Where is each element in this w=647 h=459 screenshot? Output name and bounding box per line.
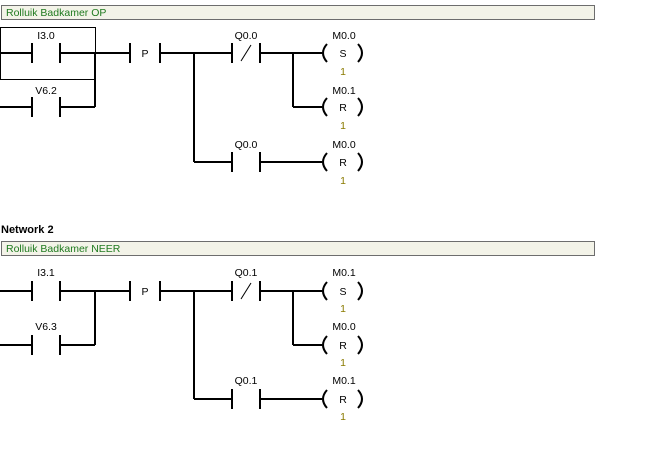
- coil-type: R: [339, 102, 347, 114]
- contact-nc-network-1[interactable]: Q0.0: [231, 30, 322, 63]
- edge-label: P: [141, 286, 148, 298]
- coil-type: R: [339, 157, 347, 169]
- contact-no-network-1-a[interactable]: I3.0: [0, 30, 95, 63]
- coil-address: M0.0: [332, 321, 356, 333]
- network-1-comment: Rolluik Badkamer OP: [6, 7, 107, 19]
- contact-no-network-1-c[interactable]: Q0.0: [194, 139, 322, 172]
- contact-label: Q0.0: [235, 30, 258, 42]
- contact-no-network-1-b[interactable]: V6.2: [0, 85, 95, 117]
- contact-label: V6.3: [35, 321, 57, 333]
- coil-address: M0.0: [332, 30, 356, 42]
- coil-reset-network-2-b[interactable]: M0.1 R 1: [322, 375, 363, 423]
- edge-label: P: [141, 48, 148, 60]
- coil-count: 1: [340, 357, 346, 369]
- contact-label: I3.1: [37, 267, 55, 279]
- coil-address: M0.0: [332, 139, 356, 151]
- network-1-comment-box[interactable]: Rolluik Badkamer OP: [1, 5, 595, 20]
- coil-reset-network-1-a[interactable]: M0.1 R 1: [322, 85, 363, 132]
- coil-type: R: [339, 394, 347, 406]
- contact-label: Q0.1: [235, 375, 258, 387]
- coil-count: 1: [340, 66, 346, 78]
- network-2-title: Network 2: [1, 224, 54, 236]
- coil-count: 1: [340, 120, 346, 132]
- coil-type: S: [339, 48, 346, 60]
- coil-reset-network-1-b[interactable]: M0.0 R 1: [322, 139, 363, 187]
- network-2-rungs: I3.1 V6.3 P Q0.1: [0, 267, 363, 423]
- coil-set-network-1[interactable]: M0.0 S 1: [322, 30, 363, 78]
- coil-type: R: [339, 340, 347, 352]
- contact-label: V6.2: [35, 85, 57, 97]
- contact-label: I3.0: [37, 30, 55, 42]
- coil-type: S: [339, 286, 346, 298]
- coil-count: 1: [340, 175, 346, 187]
- coil-set-network-2[interactable]: M0.1 S 1: [322, 267, 363, 315]
- network-2-comment: Rolluik Badkamer NEER: [6, 243, 121, 255]
- coil-address: M0.1: [332, 85, 356, 97]
- contact-label: Q0.0: [235, 139, 258, 151]
- positive-edge-contact[interactable]: P: [95, 43, 232, 63]
- coil-address: M0.1: [332, 267, 356, 279]
- contact-nc-network-2[interactable]: Q0.1: [231, 267, 322, 301]
- contact-no-network-2-a[interactable]: I3.1: [0, 267, 95, 301]
- coil-address: M0.1: [332, 375, 356, 387]
- network-2-comment-box[interactable]: Rolluik Badkamer NEER: [1, 241, 595, 256]
- positive-edge-contact[interactable]: P: [95, 281, 232, 301]
- coil-reset-network-2-a[interactable]: M0.0 R 1: [322, 321, 363, 369]
- contact-label: Q0.1: [235, 267, 258, 279]
- coil-count: 1: [340, 411, 346, 423]
- contact-no-network-2-c[interactable]: Q0.1: [194, 375, 322, 409]
- network-1-rungs: I3.0 V6.2 P Q0.0: [0, 27, 363, 187]
- contact-no-network-2-b[interactable]: V6.3: [0, 321, 95, 355]
- coil-count: 1: [340, 303, 346, 315]
